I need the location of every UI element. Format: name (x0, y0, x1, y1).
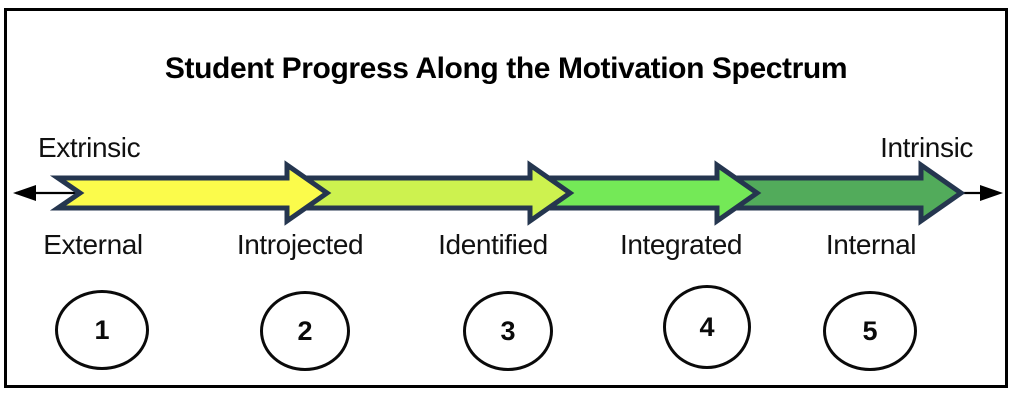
diagram-title: Student Progress Along the Motivation Sp… (164, 52, 848, 85)
stage-number-3: 3 (500, 315, 516, 346)
stage-label-introjected: Introjected (236, 229, 364, 260)
extrinsic-label: Extrinsic (38, 132, 141, 163)
stage-circle-5: 5 (823, 291, 917, 371)
spectrum-arrow-1 (49, 160, 332, 226)
stage-circle-4: 4 (663, 285, 751, 369)
stage-number-5: 5 (862, 315, 878, 346)
stage-label-integrated: Integrated (619, 229, 743, 260)
intrinsic-label: Intrinsic (880, 132, 973, 163)
left-arrowhead-icon (13, 185, 36, 201)
stage-number-4: 4 (699, 311, 715, 342)
stage-label-external: External (43, 229, 143, 260)
right-arrowhead-icon (980, 185, 1003, 201)
stage-number-1: 1 (94, 314, 110, 345)
stage-circle-1: 1 (55, 290, 149, 370)
stage-circle-3: 3 (463, 291, 553, 371)
stage-label-identified: Identified (438, 229, 548, 260)
stage-label-internal: Internal (825, 229, 917, 260)
stage-number-2: 2 (297, 315, 313, 346)
stage-circle-2: 2 (260, 291, 350, 371)
